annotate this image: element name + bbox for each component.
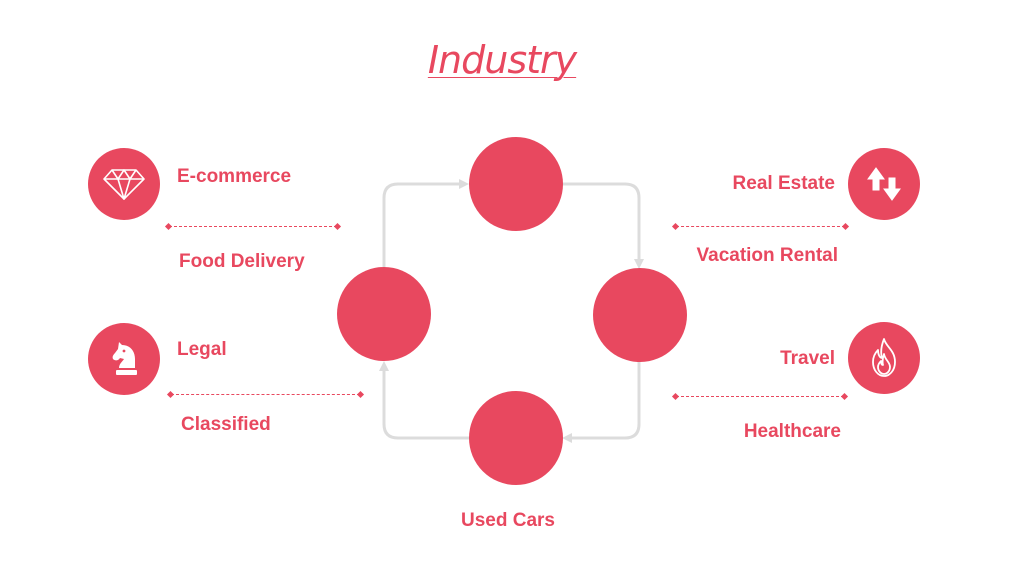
connector-top-to-right	[563, 182, 644, 269]
separator-travel-healthcare	[676, 396, 844, 397]
cycle-node-right	[593, 268, 687, 362]
label-healthcare: Healthcare	[743, 421, 841, 442]
label-classified: Classified	[181, 414, 271, 435]
label-food-delivery: Food Delivery	[179, 251, 305, 272]
cycle-node-top	[469, 137, 563, 231]
separator-legal-classified	[171, 394, 360, 395]
chess-knight-icon	[112, 342, 137, 375]
label-used-cars: Used Cars	[461, 510, 555, 531]
connector-right-to-bottom	[562, 362, 641, 443]
label-legal: Legal	[177, 339, 227, 360]
legal-icon-badge	[88, 323, 160, 395]
cycle-node-bottom	[469, 391, 563, 485]
real-estate-icon-badge	[848, 148, 920, 220]
diamond-icon	[103, 169, 145, 200]
up-down-arrows-icon	[867, 167, 901, 201]
label-vacation-rental: Vacation Rental	[696, 245, 839, 266]
label-real-estate: Real Estate	[732, 173, 835, 194]
connector-bottom-to-left	[379, 361, 469, 440]
cycle-node-left	[337, 267, 431, 361]
separator-ecommerce-food	[169, 226, 337, 227]
separator-realestate-vacation	[676, 226, 845, 227]
flame-icon	[872, 338, 896, 377]
travel-icon-badge	[848, 322, 920, 394]
connector-left-to-top	[382, 179, 469, 268]
label-travel: Travel	[780, 348, 835, 369]
label-ecommerce: E-commerce	[177, 166, 292, 187]
slide-title: Industry	[427, 38, 577, 82]
ecommerce-icon-badge	[88, 148, 160, 220]
